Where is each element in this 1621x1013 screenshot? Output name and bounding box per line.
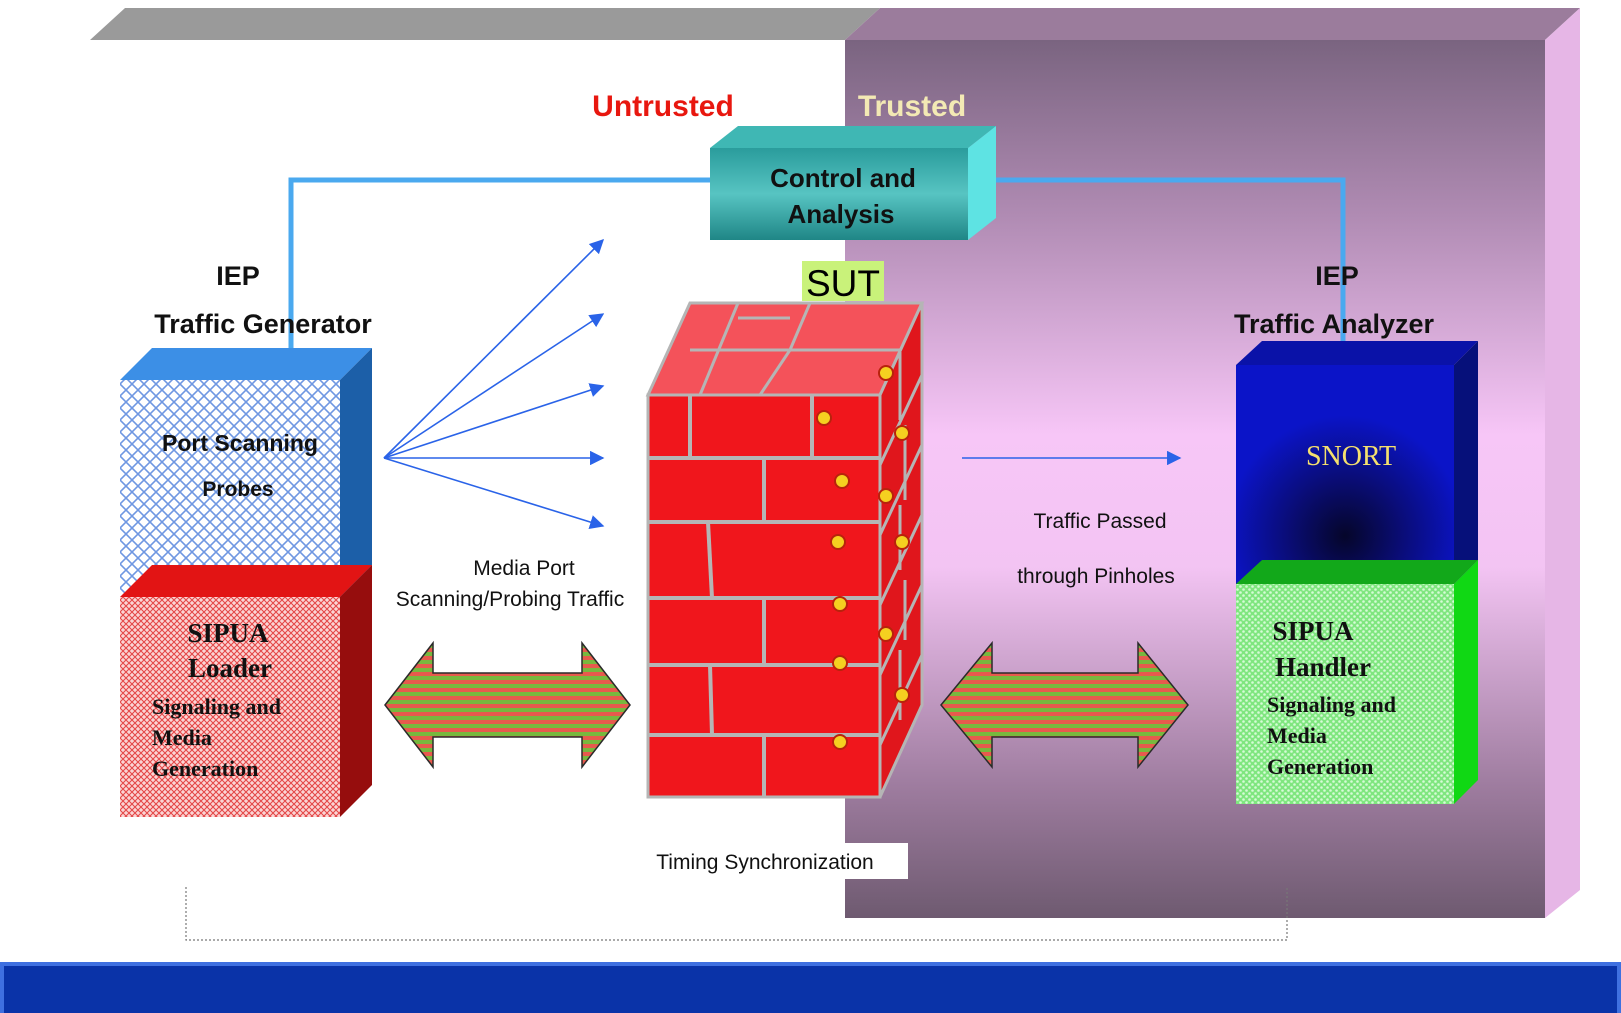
analyzer-title: Traffic Analyzer xyxy=(1234,309,1435,339)
trusted-zone-top-edge xyxy=(845,8,1580,40)
loader-label-line2: Loader xyxy=(188,653,272,683)
handler-label-line5: Generation xyxy=(1267,754,1373,779)
control-analysis-box[interactable]: Control and Analysis xyxy=(710,126,996,240)
untrusted-zone-top-edge xyxy=(90,8,880,40)
timing-sync: Timing Synchronization xyxy=(185,843,1288,941)
media-port-label-line2: Scanning/Probing Traffic xyxy=(396,588,624,611)
passed-label-line2: through Pinholes xyxy=(1017,565,1175,588)
handler-label-line3: Signaling and xyxy=(1267,692,1396,717)
port-scanning-box[interactable]: Port Scanning Probes xyxy=(120,348,372,597)
scan-arrow-3 xyxy=(383,383,605,459)
scan-arrow-2 xyxy=(383,313,605,459)
probe-label-line2: Probes xyxy=(202,478,273,501)
timing-sync-bracket xyxy=(185,887,1288,941)
probe-label-line1: Port Scanning xyxy=(162,430,318,456)
handler-label-line2: Handler xyxy=(1275,652,1371,682)
trusted-label: Trusted xyxy=(858,90,966,123)
handler-label-line1: SIPUA xyxy=(1272,616,1354,646)
analyzer-title-iep: IEP xyxy=(1315,261,1359,291)
snort-box[interactable]: SNORT xyxy=(1236,341,1478,584)
control-connector xyxy=(288,177,1346,350)
scan-arrow-5 xyxy=(383,457,605,530)
untrusted-label: Untrusted xyxy=(592,90,734,123)
handler-label-line4: Media xyxy=(1267,723,1327,748)
passed-label-line1: Traffic Passed xyxy=(1033,510,1166,533)
trusted-zone-side xyxy=(1545,8,1580,918)
loader-label-line5: Generation xyxy=(152,756,258,781)
snort-label: SNORT xyxy=(1306,441,1396,472)
scanning-arrows xyxy=(383,238,605,530)
control-label-line2: Analysis xyxy=(788,199,895,229)
sut-label: SUT xyxy=(802,261,884,304)
sut-highlight xyxy=(802,261,884,301)
timing-label-bg xyxy=(628,843,908,879)
sipua-loader-box[interactable]: SIPUA Loader Signaling and Media Generat… xyxy=(120,565,372,817)
loader-label-line3: Signaling and xyxy=(152,694,281,719)
loader-label-line1: SIPUA xyxy=(187,618,269,648)
scan-arrow-1 xyxy=(383,238,605,459)
right-double-arrow xyxy=(940,640,1189,770)
firewall-icon xyxy=(645,301,925,799)
timing-label: Timing Synchronization xyxy=(656,851,874,874)
generator-title: Traffic Generator xyxy=(154,309,372,339)
sut-text: SUT xyxy=(806,263,880,304)
footer-bar xyxy=(0,962,1621,1013)
loader-label-line4: Media xyxy=(152,725,212,750)
control-label-line1: Control and xyxy=(770,163,916,193)
media-port-label-line1: Media Port xyxy=(473,557,575,580)
sipua-handler-box[interactable]: SIPUA Handler Signaling and Media Genera… xyxy=(1236,560,1478,804)
left-double-arrow xyxy=(384,640,631,770)
generator-title-iep: IEP xyxy=(216,261,260,291)
